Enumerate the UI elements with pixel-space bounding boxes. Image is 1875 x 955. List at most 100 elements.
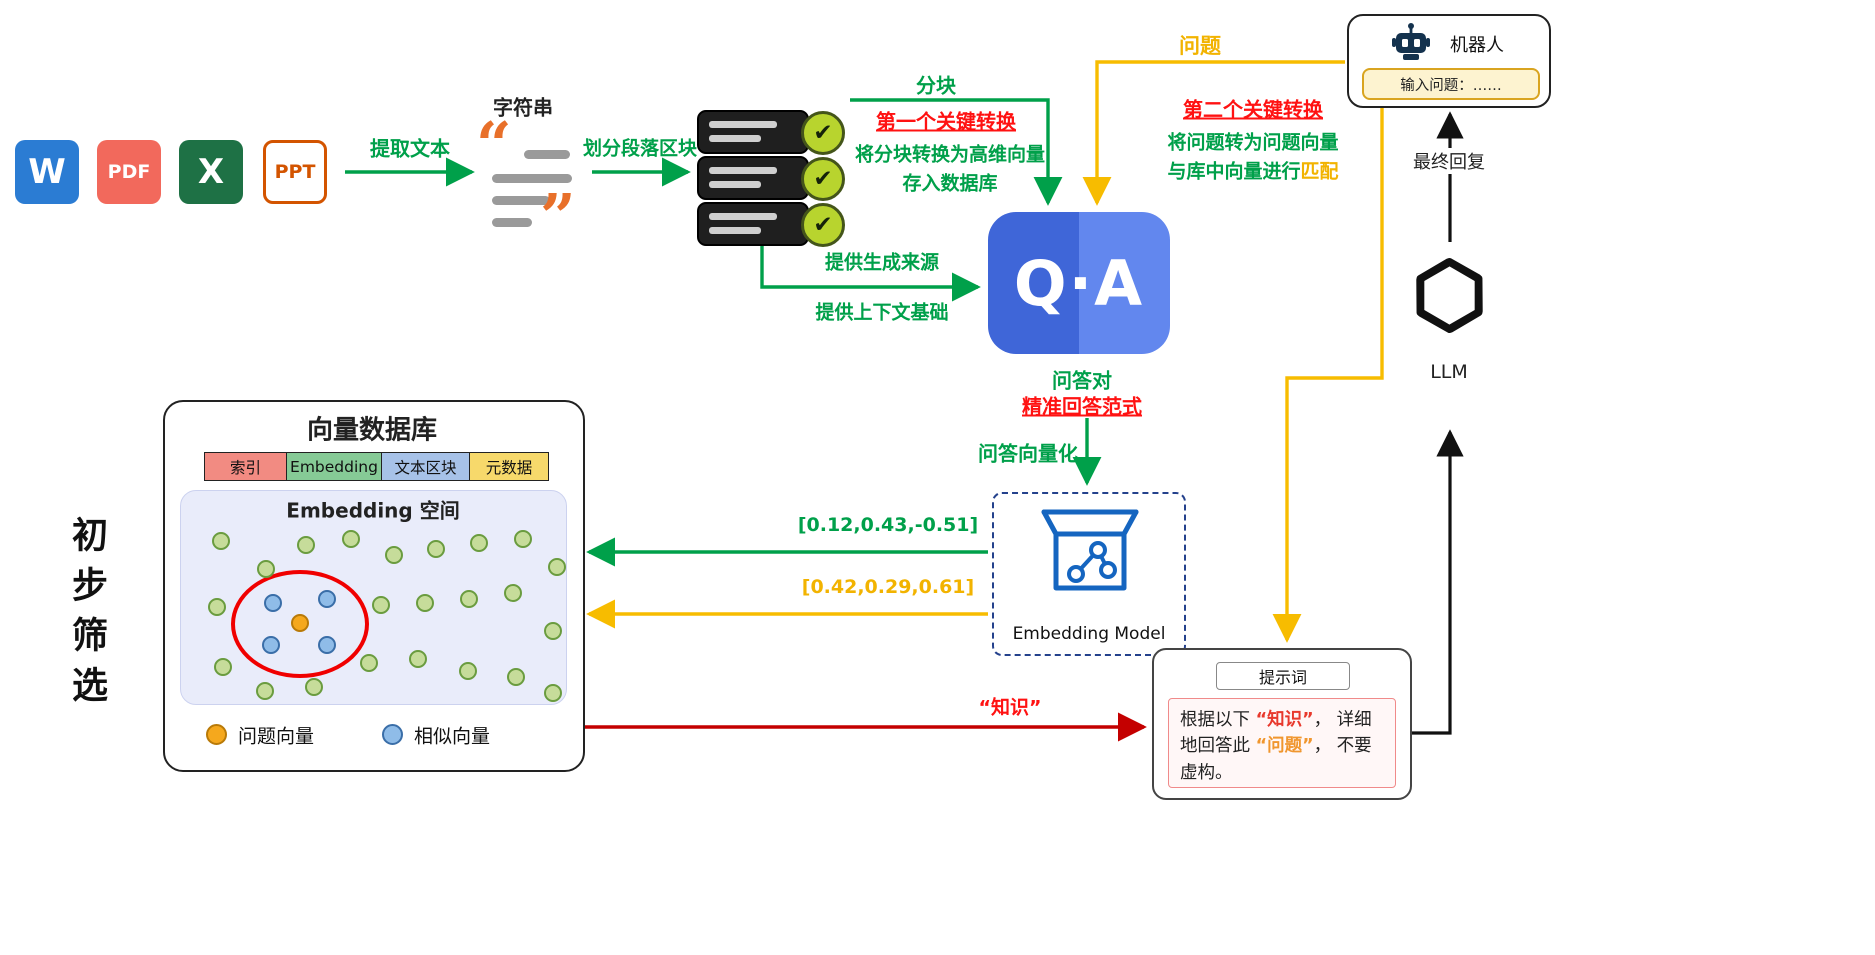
- embedding-space: Embedding 空间: [180, 490, 567, 705]
- preliminary-screening-label: 初步筛选: [66, 516, 107, 716]
- qa-pair-label: 问答对: [1052, 368, 1112, 393]
- robot-icon: [1392, 23, 1430, 60]
- db-schema-row: 索引 Embedding 文本区块 元数据: [203, 452, 549, 481]
- arrow-chunk-to-qa: [850, 98, 1063, 206]
- qa-vectorize-label: 问答向量化: [978, 441, 1078, 466]
- embedding-vector-dot: [427, 540, 445, 558]
- embedding-vector-dot: [305, 678, 323, 696]
- legend-similar-vector: 相似向量: [414, 725, 491, 748]
- arrow-context-to-qa: [760, 244, 981, 302]
- robot-input-field[interactable]: 输入问题：……: [1362, 68, 1540, 100]
- word-file-icon: W: [15, 140, 79, 204]
- embedding-model-box: Embedding Model: [992, 492, 1186, 656]
- qa-paradigm-label: 精准回答范式: [1022, 394, 1142, 419]
- ppt-file-icon: PPT: [263, 140, 327, 204]
- convert-vector-label: 将分块转换为高维向量: [855, 140, 1045, 167]
- embedding-vector-dot: [470, 534, 488, 552]
- chunk-block-3: ✔: [697, 202, 847, 247]
- vector-yellow-label: [0.42,0.29,0.61]: [801, 576, 975, 598]
- similar-vector-dot: [318, 590, 336, 608]
- embedding-vector-dot: [212, 532, 230, 550]
- provide-context-label: 提供上下文基础: [815, 301, 949, 324]
- prompt-body-segment: “问题”: [1255, 736, 1314, 757]
- knowledge-arrow-label: “知识”: [978, 696, 1042, 719]
- text-bar: [492, 174, 572, 183]
- check-icon: ✔: [801, 203, 845, 247]
- embedding-vector-dot: [360, 654, 378, 672]
- prompt-body-segment: 根据以下: [1180, 710, 1256, 730]
- arrow-question-to-qa: [1082, 60, 1345, 206]
- prompt-body-text: 根据以下 “知识”， 详细地回答此 “问题”， 不要虚构。: [1168, 698, 1396, 788]
- arrow-prompt-to-llm: [1410, 429, 1464, 735]
- check-icon: ✔: [801, 157, 845, 201]
- match-pre: 与库中向量进行: [1167, 160, 1301, 183]
- quote-text-icon: “ ”: [476, 114, 590, 248]
- check-icon: ✔: [801, 111, 845, 155]
- server-icon: [697, 110, 809, 154]
- legend-dot: [206, 724, 227, 745]
- excel-file-icon: X: [179, 140, 243, 204]
- extract-text-label: 提取文本: [370, 136, 450, 161]
- chunk-label: 分块: [916, 73, 956, 98]
- llm-label: LLM: [1430, 361, 1468, 383]
- provide-source-label: 提供生成来源: [824, 251, 940, 274]
- arrow-question-to-prompt: [1272, 106, 1384, 643]
- embedding-vector-dot: [257, 560, 275, 578]
- embedding-vector-dot: [548, 558, 566, 576]
- question-label: 问题: [1179, 34, 1221, 58]
- similar-vector-dot: [262, 636, 280, 654]
- convert-pre: 将分块转换为: [854, 143, 969, 166]
- pdf-file-icon: PDF: [97, 140, 161, 204]
- legend-dot: [382, 724, 403, 745]
- embedding-model-label: Embedding Model: [1012, 624, 1166, 644]
- embedding-space-label: Embedding 空间: [286, 498, 460, 523]
- word-letter: W: [28, 152, 66, 192]
- prompt-title: 提示词: [1216, 662, 1350, 690]
- qa-logo-text: Q·A: [1013, 246, 1145, 320]
- embedding-vector-dot: [459, 662, 477, 680]
- text-bar: [524, 150, 570, 159]
- chunk-block-1: ✔: [697, 110, 847, 155]
- embedding-vector-dot: [297, 536, 315, 554]
- embedding-vector-dot: [409, 650, 427, 668]
- embedding-vector-dot: [544, 684, 562, 702]
- pdf-letter: PDF: [107, 161, 151, 183]
- string-label: 字符串: [493, 95, 553, 120]
- prompt-body-segment: ， 详细地回答此: [1180, 710, 1372, 757]
- db-column-textblock: 文本区块: [380, 452, 471, 481]
- close-quote-icon: ”: [540, 180, 576, 253]
- server-icon: [697, 202, 809, 246]
- embedding-vector-dot: [514, 530, 532, 548]
- prompt-body-segment: ， 不要虚构。: [1180, 736, 1372, 783]
- embedding-vector-dot: [544, 622, 562, 640]
- embedding-vector-dot: [504, 584, 522, 602]
- embedding-crate-icon: [1041, 509, 1139, 591]
- robot-box: 机器人 输入问题：……: [1347, 14, 1551, 108]
- db-column-embedding: Embedding: [286, 452, 382, 481]
- embedding-vector-dot: [214, 658, 232, 676]
- embedding-vector-dot: [208, 598, 226, 616]
- openai-llm-icon: [1416, 257, 1483, 334]
- ppt-letter: PPT: [274, 161, 316, 183]
- embedding-vector-dot: [416, 594, 434, 612]
- similar-vector-dot: [264, 594, 282, 612]
- server-icon: [697, 156, 809, 200]
- match-em: 匹配: [1300, 160, 1339, 183]
- final-reply-label: 最终回复: [1409, 148, 1489, 174]
- similar-vector-dot: [318, 636, 336, 654]
- embedding-vector-dot: [256, 682, 274, 700]
- key-transform-1-label: 第一个关键转换: [876, 109, 1016, 134]
- key-transform-2-label: 第二个关键转换: [1183, 97, 1323, 122]
- question-to-vector-label: 将问题转为问题向量: [1167, 128, 1338, 155]
- convert-em: 高维向量: [969, 143, 1046, 166]
- vector-green-label: [0.12,0.43,-0.51]: [797, 514, 979, 536]
- embedding-vector-dot: [507, 668, 525, 686]
- robot-name-label: 机器人: [1450, 35, 1504, 56]
- excel-letter: X: [197, 152, 225, 192]
- text-bar: [492, 218, 532, 227]
- embedding-vector-dot: [385, 546, 403, 564]
- chunk-block-2: ✔: [697, 156, 847, 201]
- text-bar: [492, 196, 550, 205]
